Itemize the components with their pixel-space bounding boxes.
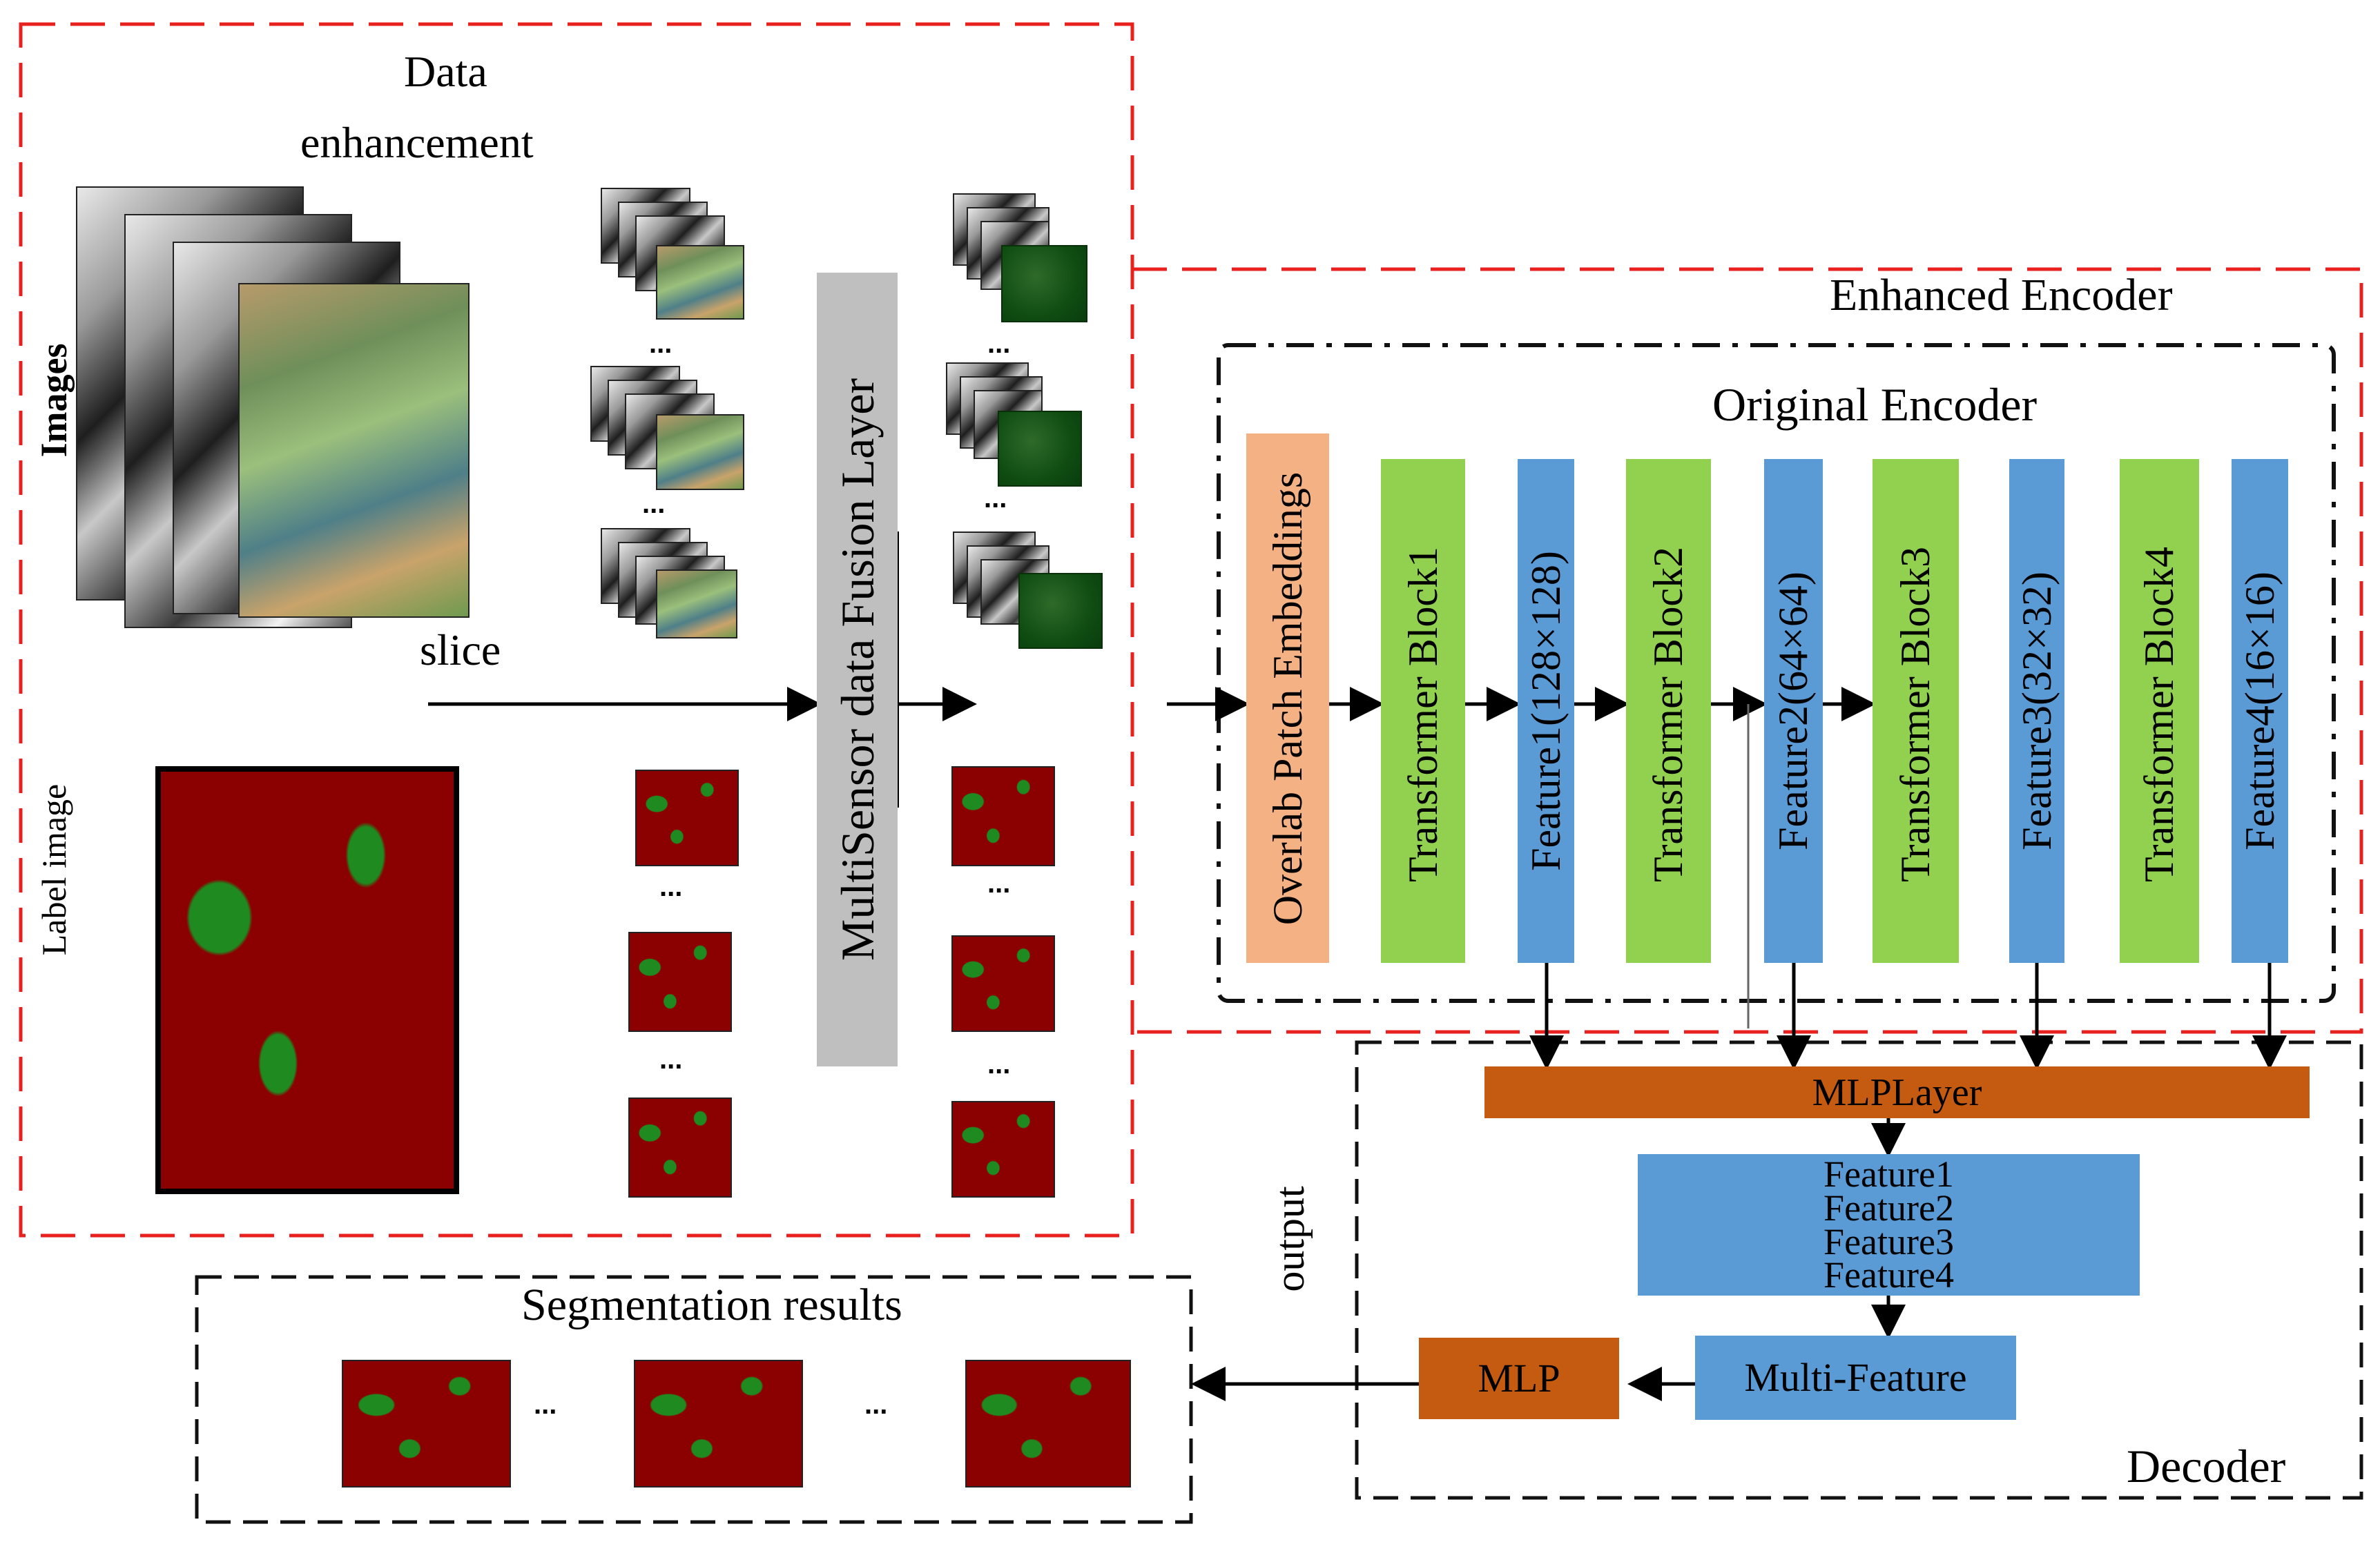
original-encoder-title: Original Encoder	[1712, 378, 2038, 431]
ellipsis-label-1: ...	[659, 872, 683, 902]
fused-label-c	[951, 1101, 1055, 1198]
data-enhancement-region	[19, 22, 1134, 1238]
segmentation-result-1	[342, 1360, 511, 1487]
fused-label-b	[951, 935, 1055, 1032]
ellipsis-label-2: ...	[659, 1044, 683, 1075]
output-label: output	[1267, 1186, 1313, 1292]
label-image	[155, 766, 459, 1194]
original-encoder-region	[1217, 343, 2336, 1003]
transformer-block1-label: Transformer Block1	[1400, 546, 1446, 883]
images-label: Images	[33, 343, 75, 458]
mlp-label: MLP	[1478, 1356, 1560, 1401]
mlp-block: MLP	[1419, 1338, 1619, 1419]
transformer-block4-label: Transformer Block4	[2136, 546, 2182, 883]
ellipsis-fused-label-1: ...	[987, 868, 1011, 899]
label-slice-b	[628, 932, 732, 1032]
ellipsis-slices-1: ...	[649, 329, 673, 359]
features-stack-feature1: Feature1	[1823, 1153, 1954, 1196]
label-slice-c	[628, 1098, 732, 1198]
transformer-block2	[1626, 459, 1711, 963]
features-stack-feature3: Feature3	[1823, 1220, 1954, 1262]
enhanced-encoder-title: Enhanced Encoder	[1830, 270, 2173, 320]
ellipsis-seg-2: ...	[864, 1389, 888, 1420]
slice-color-c	[656, 569, 737, 638]
multi-feature-block: Multi-Feature	[1695, 1336, 2016, 1420]
decoder-region	[1355, 1040, 2363, 1500]
feature2-block	[1764, 459, 1823, 963]
fused-green-c	[1018, 573, 1103, 649]
feature1-label: Feature1(128×128)	[1523, 551, 1569, 871]
segmentation-result-2	[634, 1360, 803, 1487]
slice-color-a	[656, 245, 744, 320]
slice-label: slice	[420, 625, 501, 674]
feature3-label: Feature3(32×32)	[2014, 572, 2060, 850]
label-slice-a	[635, 770, 739, 866]
feature2-label: Feature2(64×64)	[1770, 572, 1816, 850]
ellipsis-seg-1: ...	[534, 1389, 557, 1420]
data-enhancement-title-line2: enhancement	[300, 118, 534, 167]
features-stack-feature4: Feature4	[1823, 1254, 1954, 1296]
transformer-block3	[1873, 459, 1959, 963]
segmentation-region	[195, 1275, 1193, 1524]
multi-feature-label: Multi-Feature	[1744, 1355, 1967, 1400]
fusion-layer	[817, 273, 898, 1066]
ellipsis-fused-2: ...	[984, 483, 1007, 514]
fused-label-a	[951, 766, 1055, 866]
label-image-label: Label image	[35, 783, 73, 956]
transformer-block2-label: Transformer Block2	[1645, 546, 1691, 883]
ellipsis-slices-2: ...	[642, 489, 666, 519]
transformer-block4	[2120, 459, 2199, 963]
overlab-patch-embeddings-label: Overlab Patch Embeddings	[1265, 471, 1310, 926]
features-stack-block: Feature1 Feature2 Feature3 Feature4	[1638, 1154, 2140, 1296]
mlplayer-label: MLPLayer	[1812, 1071, 1982, 1114]
enhanced-encoder-region	[1132, 267, 2363, 1034]
fused-green-b	[998, 411, 1082, 487]
fused-green-a	[1001, 245, 1087, 322]
feature3-block	[2009, 459, 2064, 963]
source-image-color	[238, 283, 470, 618]
features-stack-feature2: Feature2	[1823, 1187, 1954, 1229]
data-enhancement-title-line1: Data	[404, 47, 487, 96]
overlab-patch-embeddings-block	[1246, 433, 1329, 963]
transformer-block3-label: Transformer Block3	[1893, 546, 1938, 883]
feature4-label: Feature4(16×16)	[2237, 572, 2283, 850]
feature4-block	[2232, 459, 2288, 963]
slice-color-b	[656, 414, 744, 490]
decoder-title: Decoder	[2127, 1440, 2286, 1492]
feature1-block	[1518, 459, 1574, 963]
segmentation-results-title: Segmentation results	[521, 1280, 902, 1330]
mlplayer-block: MLPLayer	[1484, 1066, 2310, 1118]
transformer-block1	[1381, 459, 1465, 963]
fusion-layer-label: MultiSensor data Fusion Layer	[831, 378, 884, 962]
ellipsis-fused-label-2: ...	[987, 1049, 1011, 1080]
ellipsis-fused-1: ...	[987, 329, 1011, 359]
segmentation-result-3	[965, 1360, 1131, 1487]
